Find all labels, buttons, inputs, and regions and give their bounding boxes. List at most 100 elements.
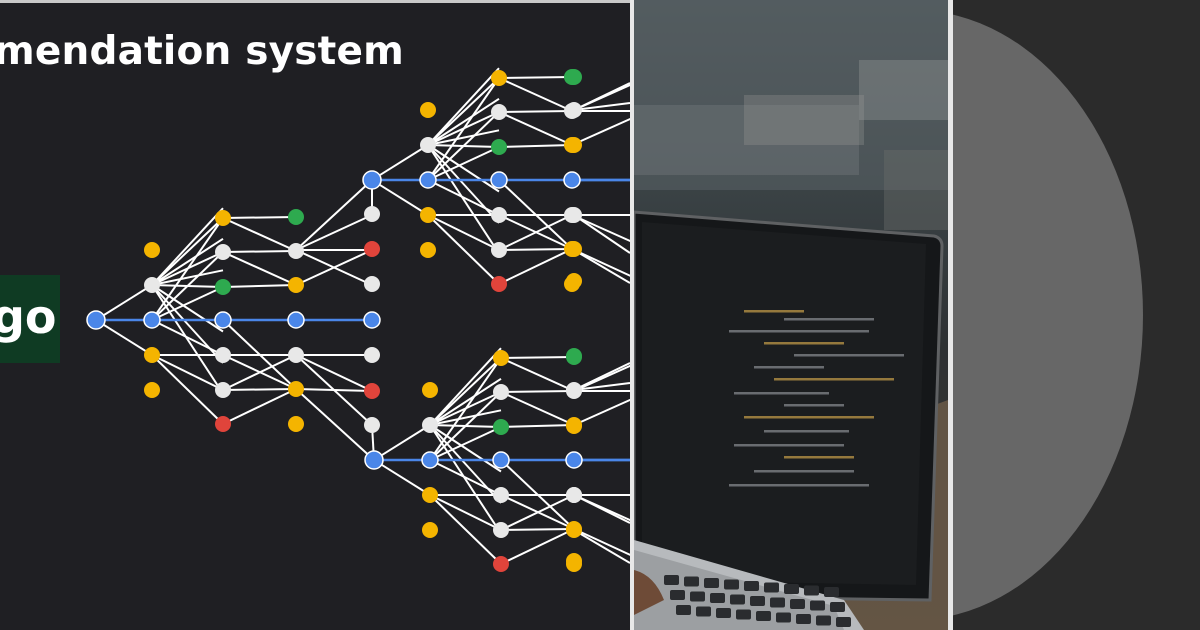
code-line: [729, 330, 869, 333]
tree-edge: [429, 391, 502, 461]
tree-node: [144, 277, 160, 293]
code-line: [764, 342, 844, 345]
tree-edge: [429, 357, 502, 426]
tree-edge: [222, 388, 297, 391]
code-line: [764, 430, 849, 433]
tree-edge: [222, 354, 297, 391]
tree-edge: [373, 459, 431, 496]
logo: go: [0, 275, 60, 363]
tree-edge: [427, 144, 500, 193]
tree-node: [144, 347, 160, 363]
tree-node: [493, 419, 509, 435]
tree-edge: [429, 347, 502, 426]
tree-edge: [571, 117, 630, 146]
keyboard-key: [690, 591, 705, 602]
tree-edge: [427, 111, 500, 181]
keyboard-key: [664, 575, 679, 585]
keyboard-key: [790, 599, 805, 609]
tree-edge: [573, 528, 630, 556]
tree-edge: [498, 77, 573, 112]
tree-node: [215, 244, 231, 260]
tree-node: [493, 487, 509, 503]
tree-edge: [222, 284, 297, 288]
tree-node: [215, 416, 231, 432]
keyboard-key: [724, 579, 739, 590]
tree-node: [364, 276, 380, 292]
tree-edge: [373, 424, 431, 461]
tree-edge: [295, 179, 373, 251]
tree-edge: [429, 426, 502, 461]
tree-node: [493, 350, 509, 366]
tree-node: [364, 347, 380, 363]
tree-edge: [151, 354, 224, 425]
slide-title: mendation system: [0, 29, 405, 74]
tree-edge: [500, 390, 575, 393]
tree-edge: [295, 249, 373, 286]
tree-node: [215, 279, 231, 295]
tree-node: [493, 522, 509, 538]
tree-node: [493, 384, 509, 400]
tree-edge: [573, 362, 630, 391]
keyboard-key: [824, 587, 839, 597]
code-line: [794, 354, 904, 357]
tree-node: [491, 104, 507, 120]
tree-edge: [427, 77, 500, 181]
tree-edge: [500, 528, 575, 531]
tree-edge: [573, 364, 630, 392]
tree-edge: [427, 97, 500, 146]
tree-node: [422, 382, 438, 398]
logo-text: go: [0, 290, 57, 344]
tree-node: [364, 206, 380, 222]
tree-edge: [295, 388, 375, 461]
tree-node: [287, 311, 305, 329]
code-line: [784, 456, 854, 459]
tree-edge: [151, 354, 224, 391]
code-line: [784, 404, 844, 407]
tree-edge: [151, 251, 224, 321]
keyboard-key: [836, 617, 851, 627]
tree-edge: [222, 250, 297, 253]
keyboard-key: [730, 594, 745, 605]
code-line: [784, 318, 874, 321]
tree-node: [363, 311, 381, 329]
tree-node: [419, 171, 437, 189]
keyboard-key: [810, 600, 825, 611]
tree-node: [566, 553, 582, 569]
diagram-slide: mendation system go: [0, 0, 630, 630]
tree-edge: [498, 144, 573, 148]
tree-diagram: [86, 67, 630, 572]
tree-node: [288, 416, 304, 432]
tree-node: [288, 347, 304, 363]
code-lines: [729, 310, 904, 487]
tree-edge: [571, 214, 630, 243]
code-line: [744, 310, 804, 313]
tree-node: [420, 137, 436, 153]
tree-edge: [573, 382, 630, 391]
tree-edge: [151, 237, 224, 286]
tree-edge: [429, 494, 502, 531]
tree-edge: [151, 217, 224, 286]
tree-node: [563, 171, 581, 189]
tree-node: [566, 207, 582, 223]
panel-divider: [948, 0, 953, 630]
tree-node: [566, 137, 582, 153]
image-placeholder: [953, 0, 1200, 630]
tree-node: [566, 487, 582, 503]
laptop-photo-icon: [634, 0, 948, 630]
tree-node: [86, 310, 106, 330]
tree-node: [421, 451, 439, 469]
tree-edge: [427, 214, 500, 285]
tree-node: [493, 556, 509, 572]
tree-edge: [573, 102, 630, 111]
tree-node: [566, 418, 582, 434]
tree-node: [420, 207, 436, 223]
tree-edge: [573, 494, 630, 524]
keyboard: [664, 575, 851, 627]
code-line: [729, 484, 869, 487]
keyboard-key: [676, 605, 691, 615]
tree-edge: [371, 144, 429, 181]
tree-node: [422, 487, 438, 503]
tree-edge: [573, 529, 630, 564]
tree-edge: [498, 248, 573, 251]
keyboard-key: [704, 578, 719, 588]
